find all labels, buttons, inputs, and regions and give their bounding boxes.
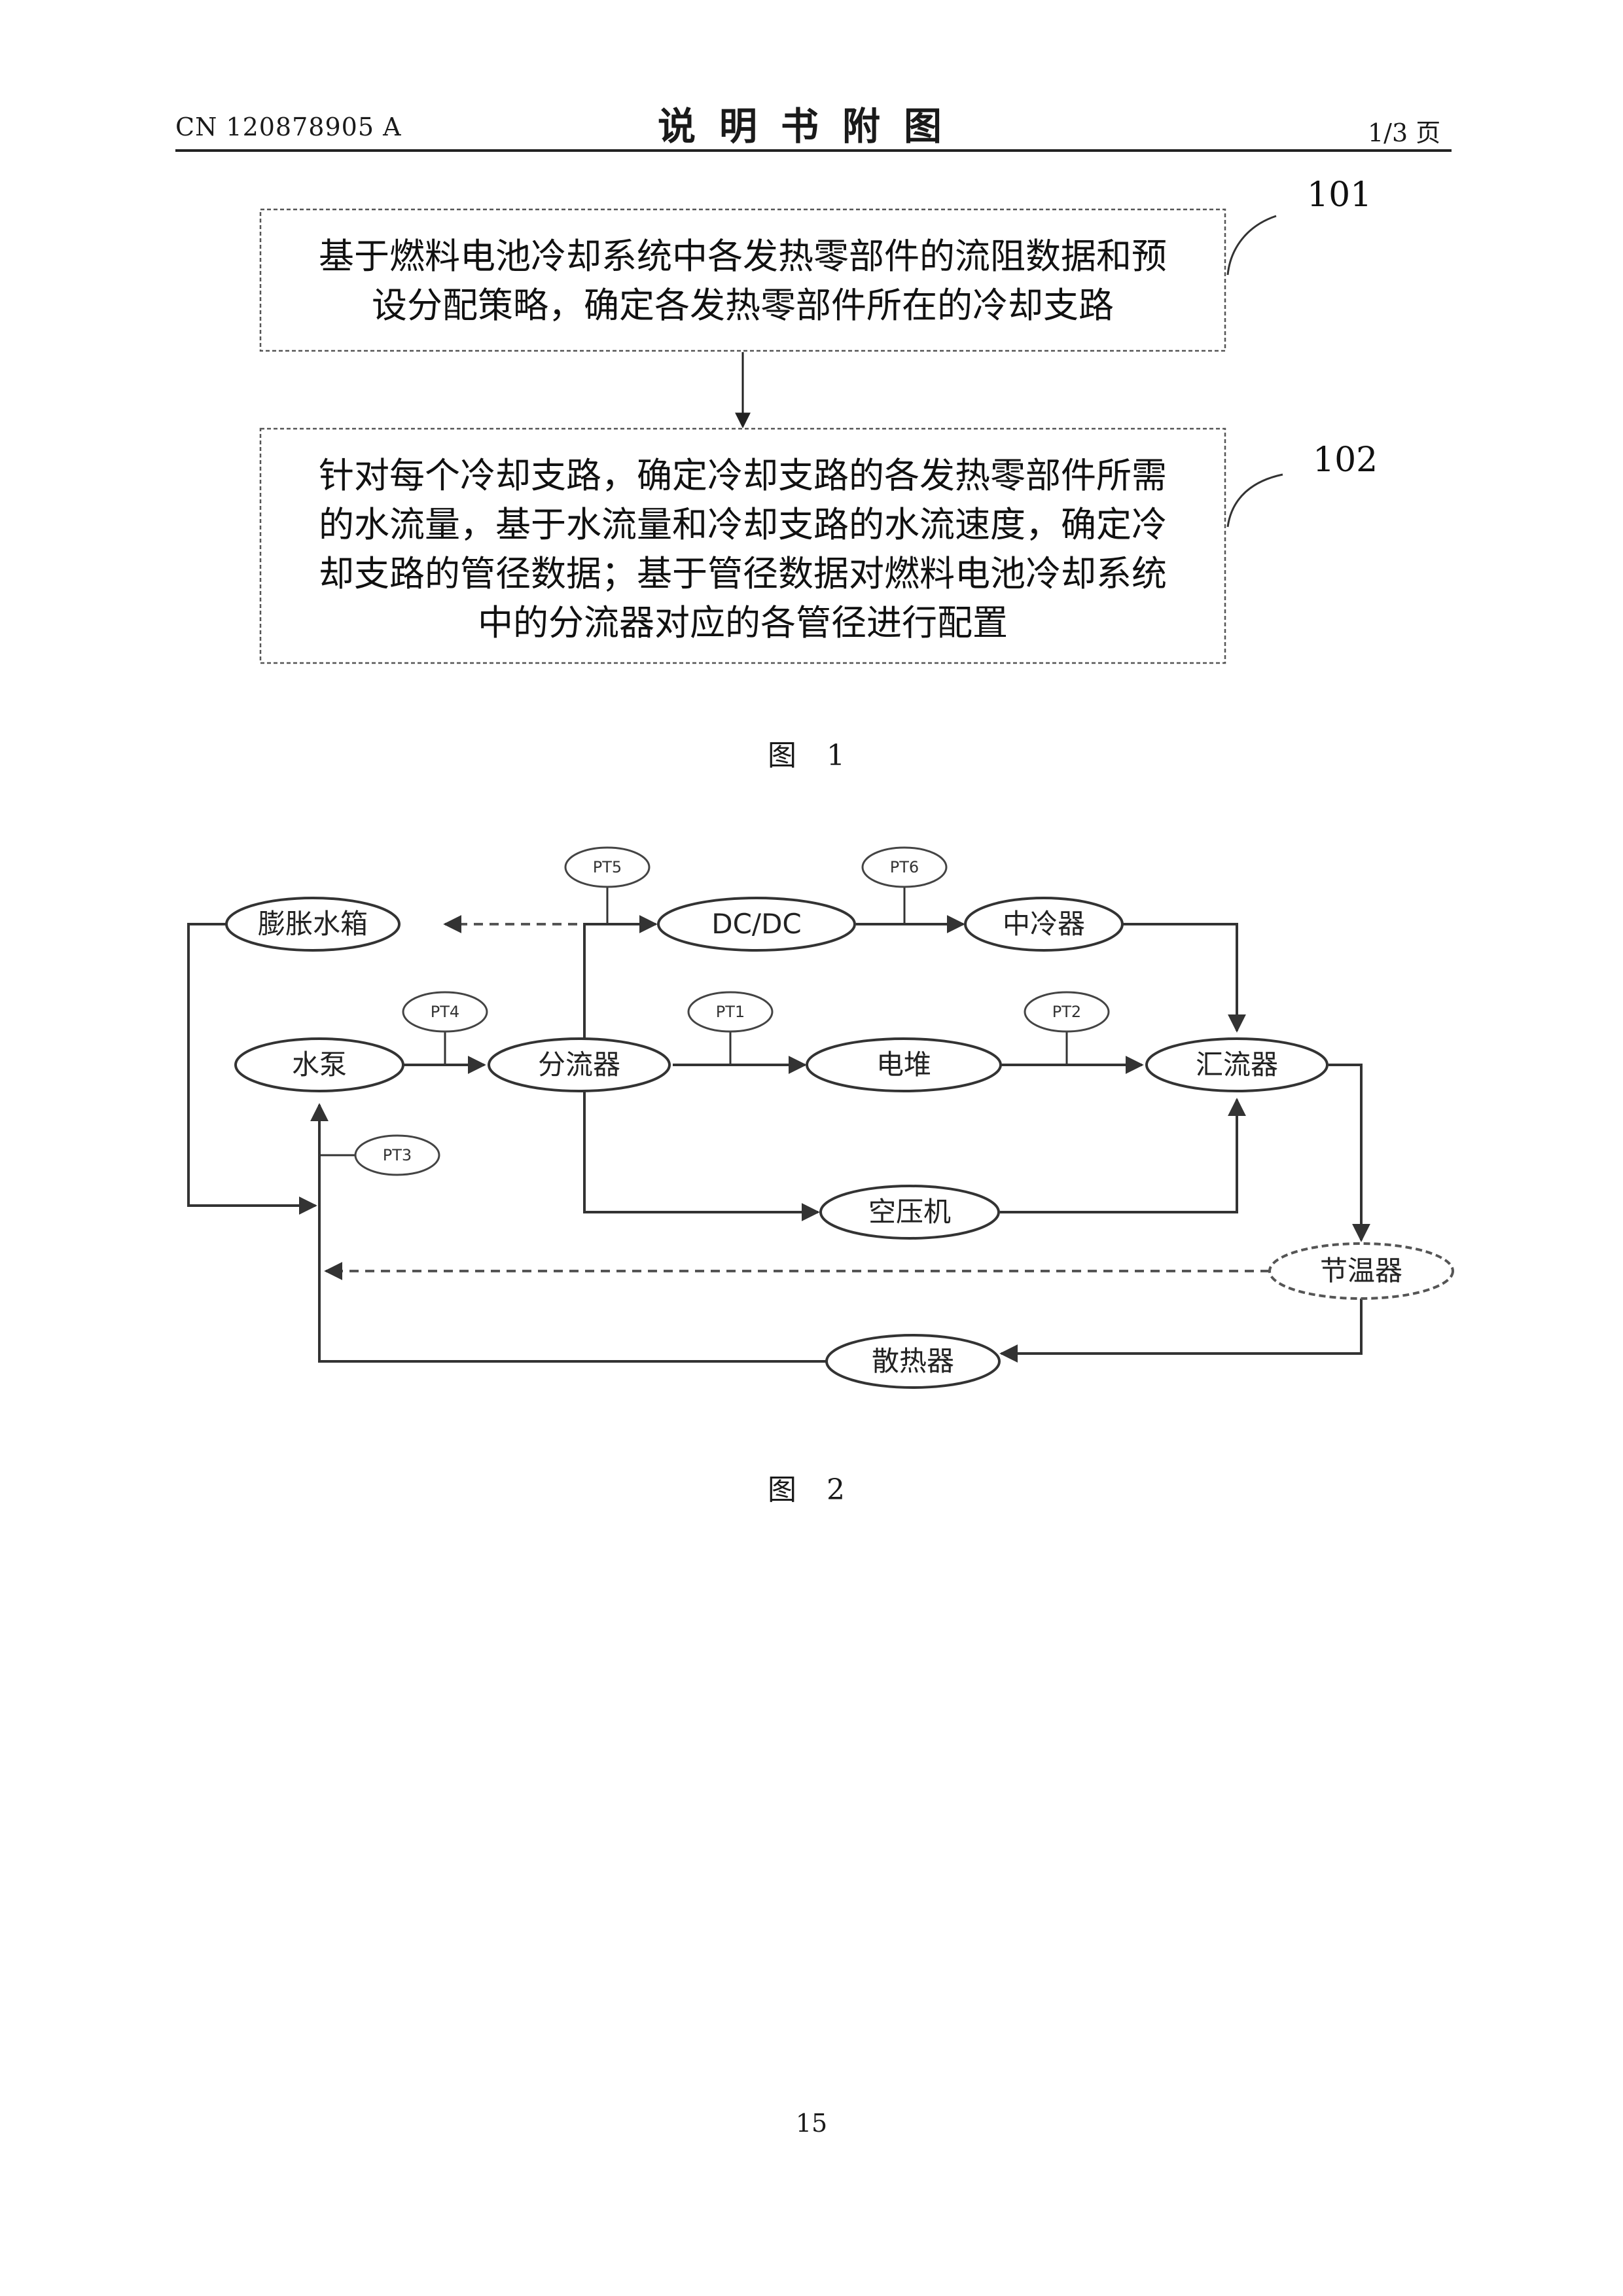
step-101-line-2: 设分配策略，确定各发热零部件所在的冷却支路	[372, 285, 1114, 326]
node-pump-label: 水泵	[292, 1049, 347, 1081]
node-intercooler-label: 中冷器	[1003, 908, 1085, 940]
sensor-pt4-label: PT4	[431, 1003, 459, 1021]
pipe-intercooler-to-collector	[1122, 924, 1237, 1031]
node-dcdc-label: DC/DC	[711, 908, 801, 940]
step-102-line-1: 针对每个冷却支路，确定冷却支路的各发热零部件所需	[319, 455, 1167, 496]
step-102-line-3: 却支路的管径数据；基于管径数据对燃料电池冷却系统	[319, 553, 1167, 594]
pipe-thermostat-to-radiator	[1001, 1291, 1361, 1354]
node-thermostat-label: 节温器	[1320, 1255, 1402, 1287]
pipe-compressor-to-collector	[1000, 1100, 1237, 1212]
step-102-line-2: 的水流量，基于水流量和冷却支路的水流速度，确定冷	[319, 504, 1167, 545]
node-splitter-label: 分流器	[538, 1049, 620, 1081]
node-collector-label: 汇流器	[1196, 1049, 1278, 1081]
figure1-caption: 图 1	[0, 732, 1623, 774]
page-number: 15	[0, 2109, 1623, 2138]
node-compressor-label: 空压机	[868, 1196, 951, 1228]
step-101-line-1: 基于燃料电池冷却系统中各发热零部件的流阻数据和预	[319, 236, 1167, 277]
figure1-flowchart: 基于燃料电池冷却系统中各发热零部件的流阻数据和预 设分配策略，确定各发热零部件所…	[0, 0, 1623, 772]
pipe-collector-to-thermostat	[1329, 1065, 1361, 1240]
step-102-leader	[1228, 475, 1283, 527]
sensor-pt5-label: PT5	[593, 858, 622, 876]
node-stack-label: 电堆	[876, 1049, 931, 1081]
step-101-box	[260, 209, 1225, 351]
figure2-diagram: PT5 PT6 PT4 PT1 PT2 PT3 膨胀水箱 DC/DC 中冷器 水…	[0, 805, 1623, 1427]
pipe-splitter-to-compressor	[584, 1088, 818, 1212]
sensor-pt2-label: PT2	[1052, 1003, 1081, 1021]
sensor-pt3-label: PT3	[383, 1146, 412, 1164]
step-102-line-4: 中的分流器对应的各管径进行配置	[478, 602, 1008, 643]
node-expansion-tank-label: 膨胀水箱	[258, 908, 368, 940]
sensor-pt6-label: PT6	[890, 858, 919, 876]
figure2-caption: 图 2	[0, 1466, 1623, 1508]
node-radiator-label: 散热器	[872, 1345, 954, 1377]
step-102-ref: 102	[1313, 440, 1378, 480]
step-101-ref: 101	[1307, 175, 1372, 215]
step-101-leader	[1228, 216, 1276, 275]
sensor-pt1-label: PT1	[716, 1003, 745, 1021]
